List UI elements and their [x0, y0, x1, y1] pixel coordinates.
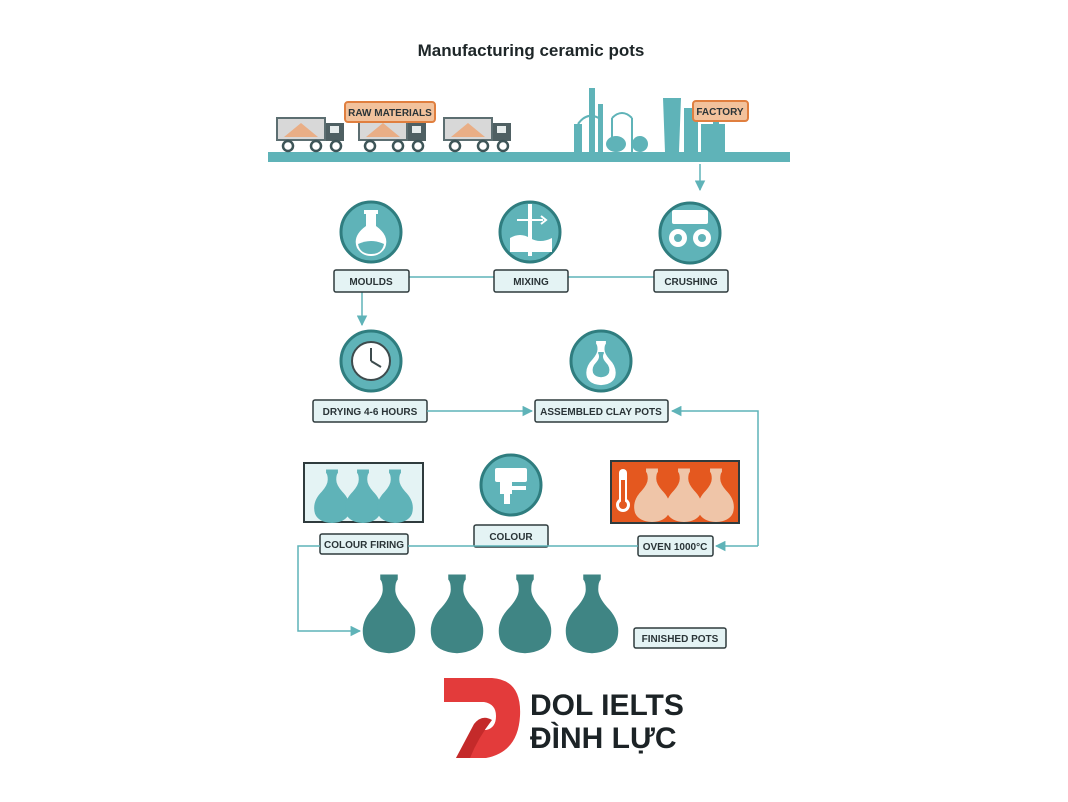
- truck-icon: [443, 117, 511, 153]
- step-finished: FINISHED POTS: [633, 627, 727, 649]
- finished-pot: [430, 574, 484, 654]
- drying-label: DRYING 4-6 HOURS: [323, 407, 418, 418]
- truck-icon: [276, 117, 344, 153]
- clock-icon: [339, 329, 403, 393]
- mixing-label: MIXING: [513, 277, 549, 288]
- assembled-label: ASSEMBLED CLAY POTS: [540, 407, 662, 418]
- factory-label: FACTORY: [692, 100, 749, 122]
- crushing-label: CRUSHING: [664, 277, 718, 288]
- finished-label: FINISHED POTS: [642, 634, 719, 645]
- ground-strip: [268, 152, 790, 162]
- raw-materials-label: RAW MATERIALS: [344, 101, 436, 123]
- paint-icon: [479, 453, 543, 517]
- brand-logo: DOL IELTS ĐÌNH LỰC: [444, 678, 684, 758]
- step-colour: COLOUR: [473, 524, 549, 548]
- step-mixing: MIXING: [493, 269, 569, 293]
- mixer-icon: [498, 200, 562, 264]
- step-drying: DRYING 4-6 HOURS: [312, 399, 428, 423]
- loop-oven-to-assembled: [670, 405, 759, 546]
- truck-icon: [358, 117, 426, 153]
- arrow-to-finished-pots: [297, 545, 362, 637]
- clay-pot-icon: [569, 329, 633, 393]
- thermometer-icon: [616, 469, 630, 512]
- raw-materials-text: RAW MATERIALS: [348, 108, 432, 119]
- colour-label: COLOUR: [489, 532, 533, 543]
- step-crushing: CRUSHING: [653, 269, 729, 293]
- finished-pot: [565, 574, 619, 654]
- factory-text: FACTORY: [696, 107, 744, 118]
- crusher-icon: [658, 201, 722, 265]
- oven-panel: [610, 460, 740, 524]
- flask-icon: [339, 200, 403, 264]
- oven-label: OVEN 1000°C: [643, 542, 708, 553]
- brand-line-1: DOL IELTS: [530, 689, 684, 722]
- colour-firing-label: COLOUR FIRING: [324, 540, 404, 551]
- finished-pot: [362, 574, 416, 654]
- moulds-label: MOULDS: [349, 277, 393, 288]
- finished-pot: [498, 574, 552, 654]
- brand-line-2: ĐÌNH LỰC: [530, 721, 677, 755]
- factory-icon: [574, 88, 725, 152]
- diagram-title: Manufacturing ceramic pots: [418, 41, 645, 60]
- colour-firing-panel: [303, 462, 424, 524]
- step-colour-firing: COLOUR FIRING: [319, 533, 409, 555]
- step-moulds: MOULDS: [333, 269, 410, 293]
- step-oven: OVEN 1000°C: [637, 535, 714, 557]
- step-assembled: ASSEMBLED CLAY POTS: [534, 399, 669, 423]
